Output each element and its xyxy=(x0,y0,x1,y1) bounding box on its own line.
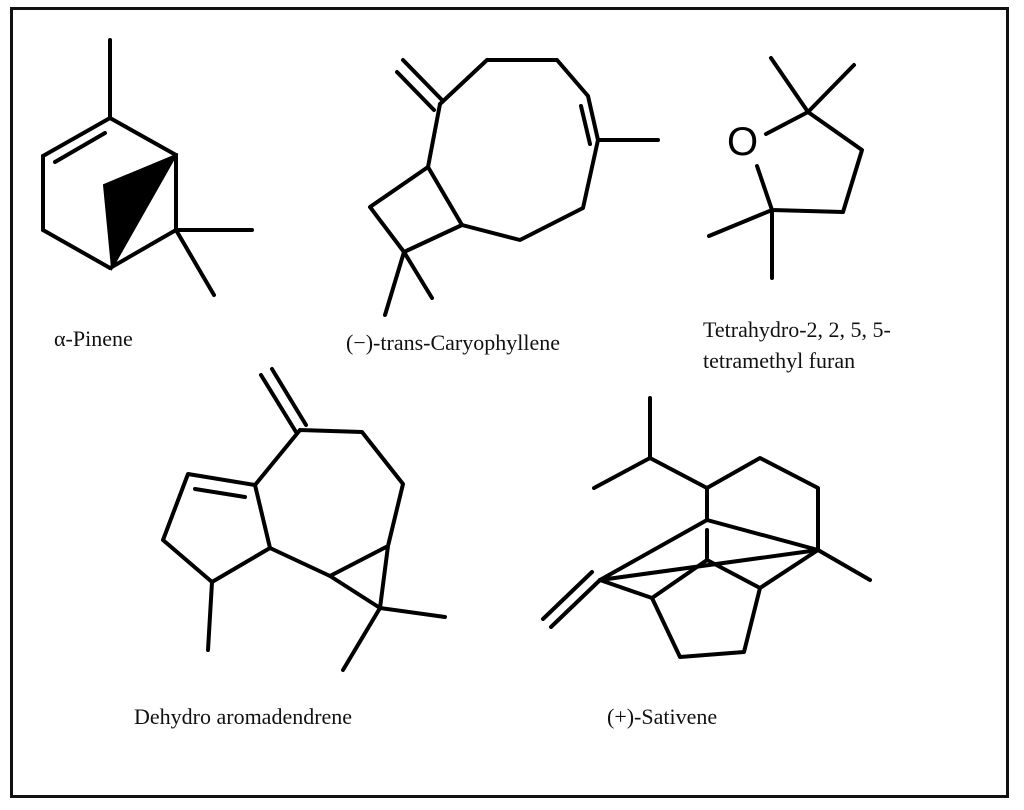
figure-frame xyxy=(10,7,1009,798)
caryophyllene-label: (−)-trans-Caryophyllene xyxy=(346,330,560,355)
alpha-pinene-label: α-Pinene xyxy=(54,326,133,351)
dehydroaromadendrene-label: Dehydro aromadendrene xyxy=(134,704,353,729)
tetramethylfuran-label-line2: tetramethyl furan xyxy=(703,348,856,373)
tetramethylfuran-label-line1: Tetrahydro-2, 2, 5, 5- xyxy=(703,317,891,342)
sativene-label: (+)-Sativene xyxy=(607,704,718,729)
oxygen-atom-label: O xyxy=(727,120,759,164)
